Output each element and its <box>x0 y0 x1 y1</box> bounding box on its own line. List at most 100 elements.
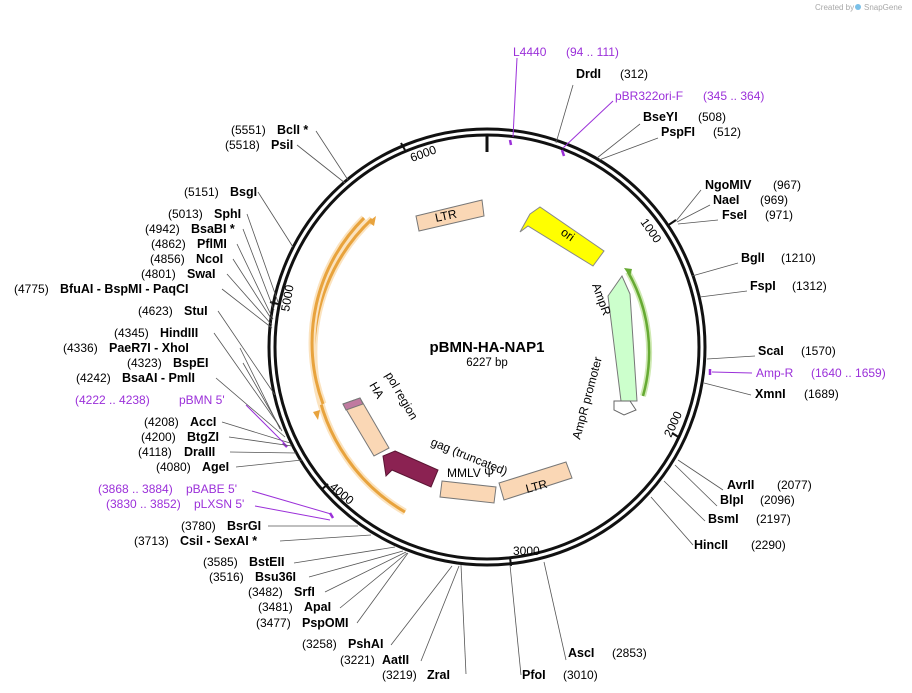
map-shape <box>324 551 407 593</box>
name-label: Amp-R <box>756 366 794 380</box>
map-shape <box>254 505 331 521</box>
map-shape <box>671 432 681 439</box>
primer-l4440: L4440(94 .. 111) <box>513 45 619 59</box>
position-label: (4862) <box>151 237 186 251</box>
position-label: (4801) <box>141 267 176 281</box>
ltr-top-label: LTR <box>434 207 459 225</box>
position-label: (4323) <box>127 356 162 370</box>
site-xmni: XmnI(1689) <box>755 387 839 401</box>
position-label: (3868 .. 3884) <box>98 482 173 496</box>
features: ori AmpR AmpR promoter LTR LTR MMLV Ψ ga… <box>308 199 653 516</box>
site-sphi: SphI (5013) <box>168 207 241 221</box>
map-shape <box>232 258 273 321</box>
map-shape <box>226 273 273 326</box>
map-shape <box>509 556 512 567</box>
plasmid-name: pBMN-HA-NAP1 <box>430 339 545 356</box>
pol-label: pol region <box>382 370 420 423</box>
site-bsgi: BsgI(5151) <box>184 185 257 199</box>
name-label: pLXSN 5' <box>194 497 244 511</box>
map-shape <box>663 480 706 522</box>
name-label: NgoMIV <box>705 178 752 192</box>
position-label: (312) <box>620 67 648 81</box>
name-label: DrdI <box>576 67 601 81</box>
map-shape <box>598 137 659 161</box>
name-label: StuI <box>184 304 208 318</box>
site-bsteii: BstEII(3585) <box>203 555 284 569</box>
map-shape <box>676 204 711 223</box>
position-label: (3481) <box>258 600 293 614</box>
site-aatii: AatII(3221) <box>340 653 409 667</box>
site-psii: PsiI(5518) <box>225 138 293 152</box>
map-shape <box>596 123 641 159</box>
map-shape <box>251 490 332 515</box>
site-labels: DrdI(312) BseYI(508) PspFI(512) NgoMIV(9… <box>14 67 839 682</box>
map-shape <box>706 355 756 360</box>
position-label: (3780) <box>181 519 216 533</box>
tick-5000: 5000 <box>278 283 296 312</box>
map-shape <box>703 382 752 396</box>
ltr-bottom-feature <box>498 461 573 501</box>
map-shape <box>562 100 614 149</box>
site-naei: NaeI(969) <box>713 193 788 207</box>
name-label: AccI <box>190 415 216 429</box>
map-shape <box>315 130 349 181</box>
position-label: (3477) <box>256 616 291 630</box>
site-bsmi: BsmI(2197) <box>708 512 791 526</box>
position-label: (5013) <box>168 207 203 221</box>
site-swai: SwaI(4801) <box>141 267 216 281</box>
tick-3000: 3000 <box>513 544 540 558</box>
orange-arc-head-top <box>368 216 376 226</box>
name-label: ScaI <box>758 344 784 358</box>
name-label: NaeI <box>713 193 739 207</box>
ampr-promoter-feature <box>613 400 637 416</box>
position-label: (3221) <box>340 653 375 667</box>
site-pfoi: PfoI(3010) <box>522 668 598 682</box>
primer-leaders <box>245 57 753 521</box>
name-label: BsmI <box>708 512 739 526</box>
site-zrai: ZraI(3219) <box>382 668 450 682</box>
pol-region-feature <box>342 397 364 411</box>
name-label: BspEI <box>173 356 208 370</box>
map-shape <box>221 288 273 329</box>
name-label: PfoI <box>522 668 546 682</box>
mmlv-feature <box>439 480 497 504</box>
ori-label: ori <box>558 225 577 244</box>
site-agei: AgeI(4080) <box>156 460 229 474</box>
name-label: pBR322ori-F <box>615 89 683 103</box>
position-label: (3482) <box>248 585 283 599</box>
site-drdi: DrdI (312) <box>576 67 648 81</box>
map-shape <box>236 243 274 320</box>
position-label: (4336) <box>63 341 98 355</box>
ltr-bottom-label: LTR <box>524 477 549 496</box>
map-shape <box>217 310 276 396</box>
map-shape <box>228 436 293 447</box>
site-btgzi: BtgZI(4200) <box>141 430 219 444</box>
map-shape <box>650 496 694 546</box>
site-bcli: BclI *(5551) <box>231 123 308 137</box>
name-label: BsrGI <box>227 519 261 533</box>
name-label: BfuAI - BspMI - PaqCI <box>60 282 188 296</box>
site-avrii: AvrII(2077) <box>727 478 812 492</box>
site-leaders <box>213 84 756 676</box>
position-label: (2077) <box>777 478 812 492</box>
position-label: (3713) <box>134 534 169 548</box>
primer-labels: L4440(94 .. 111) pBR322ori-F(345 .. 364)… <box>75 45 886 511</box>
map-shape <box>560 149 566 157</box>
position-label: (967) <box>773 178 801 192</box>
site-paer7i: PaeR7I - XhoI(4336) <box>63 341 189 355</box>
ampr-promoter-label: AmpR promoter <box>569 355 604 440</box>
map-shape <box>543 561 567 661</box>
position-label: (1640 .. 1659) <box>811 366 886 380</box>
map-shape <box>356 552 409 624</box>
name-label: SphI <box>214 207 241 221</box>
name-label: HindIII <box>160 326 198 340</box>
name-label: ZraI <box>427 668 450 682</box>
position-label: (4080) <box>156 460 191 474</box>
name-label: BsaBI * <box>191 222 235 236</box>
position-label: (4242) <box>76 371 111 385</box>
name-label: NcoI <box>196 252 223 266</box>
name-label: BglI <box>741 251 765 265</box>
site-pshai: PshAI(3258) <box>302 637 383 651</box>
site-bsabi: BsaBI *(4942) <box>145 222 235 236</box>
site-fsei: FseI(971) <box>722 208 793 222</box>
